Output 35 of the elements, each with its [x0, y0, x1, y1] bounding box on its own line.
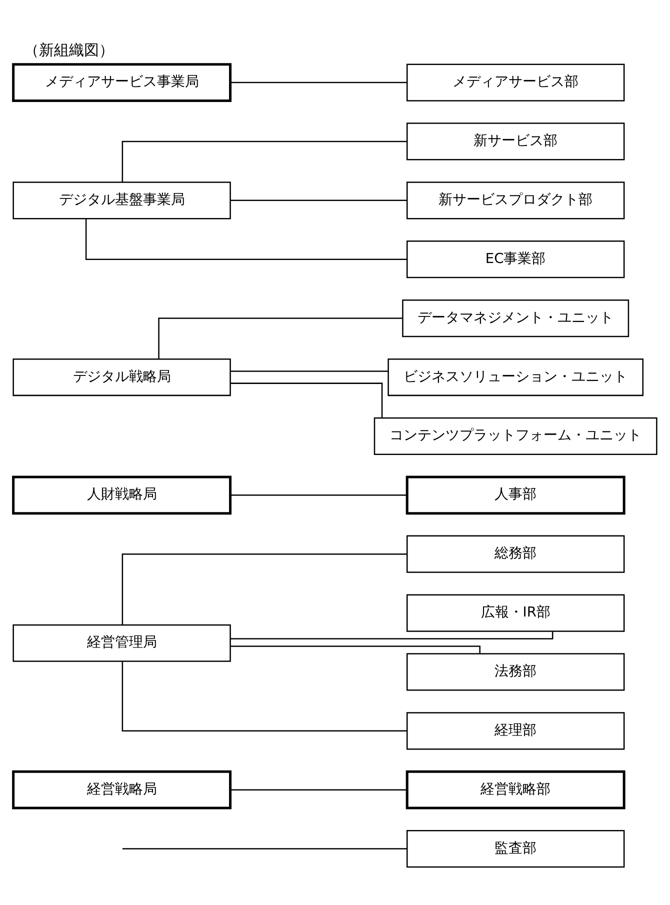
diagram-title: （新組織図）	[24, 41, 114, 60]
node-box: デジタル戦略局	[12, 358, 231, 396]
node-box: 総務部	[406, 535, 625, 573]
node-box: 広報・IR部	[406, 594, 625, 632]
node-box: ビジネスソリューション・ユニット	[388, 358, 644, 396]
node-box: 経営管理局	[12, 624, 231, 662]
connector	[230, 82, 407, 84]
node-box: メディアサービス事業局	[12, 63, 232, 102]
node-box: データマネジメント・ユニット	[402, 300, 630, 338]
connector	[122, 848, 407, 850]
node-box: 人財戦略局	[12, 476, 232, 515]
connector	[230, 200, 407, 202]
node-box: 監査部	[406, 830, 625, 868]
connector	[230, 494, 407, 496]
connector	[122, 553, 407, 625]
node-box: 新サービスプロダクト部	[406, 182, 625, 220]
node-box: 新サービス部	[406, 122, 625, 160]
connector	[122, 140, 407, 182]
node-box: 経営戦略局	[12, 770, 232, 810]
node-box: メディアサービス部	[406, 64, 625, 102]
node-box: 人事部	[406, 476, 626, 515]
connector	[122, 661, 407, 732]
node-box: 法務部	[406, 653, 625, 691]
node-box: EC事業部	[406, 240, 625, 278]
connector	[230, 632, 554, 640]
node-box: 経理部	[406, 712, 625, 750]
connector	[230, 789, 407, 790]
connector	[230, 646, 480, 654]
node-box: デジタル基盤事業局	[12, 182, 231, 220]
connector	[230, 382, 383, 418]
node-box: コンテンツプラットフォーム・ユニット	[374, 417, 658, 455]
node-box: 経営戦略部	[406, 770, 626, 810]
connector	[230, 370, 388, 372]
connector	[85, 218, 407, 260]
connector	[158, 318, 403, 359]
